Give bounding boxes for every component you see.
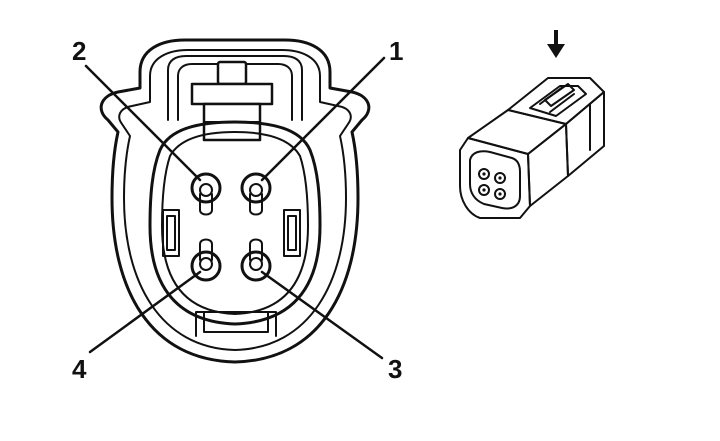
pin-label-4: 4	[72, 354, 87, 384]
connector-face: 2 1 4 3	[72, 36, 403, 384]
leader-line-pin-3	[260, 270, 384, 360]
terminal-cavity-pin-1	[240, 172, 272, 216]
bottom-key-inner	[203, 311, 269, 333]
leader-line-pin-2	[84, 64, 202, 182]
pin-label-2: 2	[72, 36, 86, 66]
right-side-slot	[283, 209, 301, 257]
terminal-cavity-pin-2	[190, 172, 222, 216]
pin-label-3: 3	[388, 354, 402, 384]
terminal-cavity-pin-4	[190, 238, 222, 282]
lock-tab-top	[216, 60, 248, 86]
leader-line-pin-4	[88, 270, 202, 354]
mating-face-inner	[161, 131, 309, 315]
down-arrow-icon	[547, 30, 565, 58]
connector-outer-shell	[99, 38, 371, 364]
leader-line-pin-1	[260, 56, 386, 182]
left-side-slot	[162, 209, 180, 257]
lock-tab-body	[190, 82, 274, 106]
left-side-slot-inner	[166, 215, 176, 251]
mating-face	[148, 120, 322, 326]
connector-3d-icon	[459, 77, 605, 219]
pin-label-1: 1	[389, 36, 403, 66]
right-side-slot-inner	[287, 215, 297, 251]
connector-shell-inner-edge	[118, 49, 352, 351]
lock-frame	[167, 55, 303, 121]
terminal-cavity-pin-3	[240, 238, 272, 282]
